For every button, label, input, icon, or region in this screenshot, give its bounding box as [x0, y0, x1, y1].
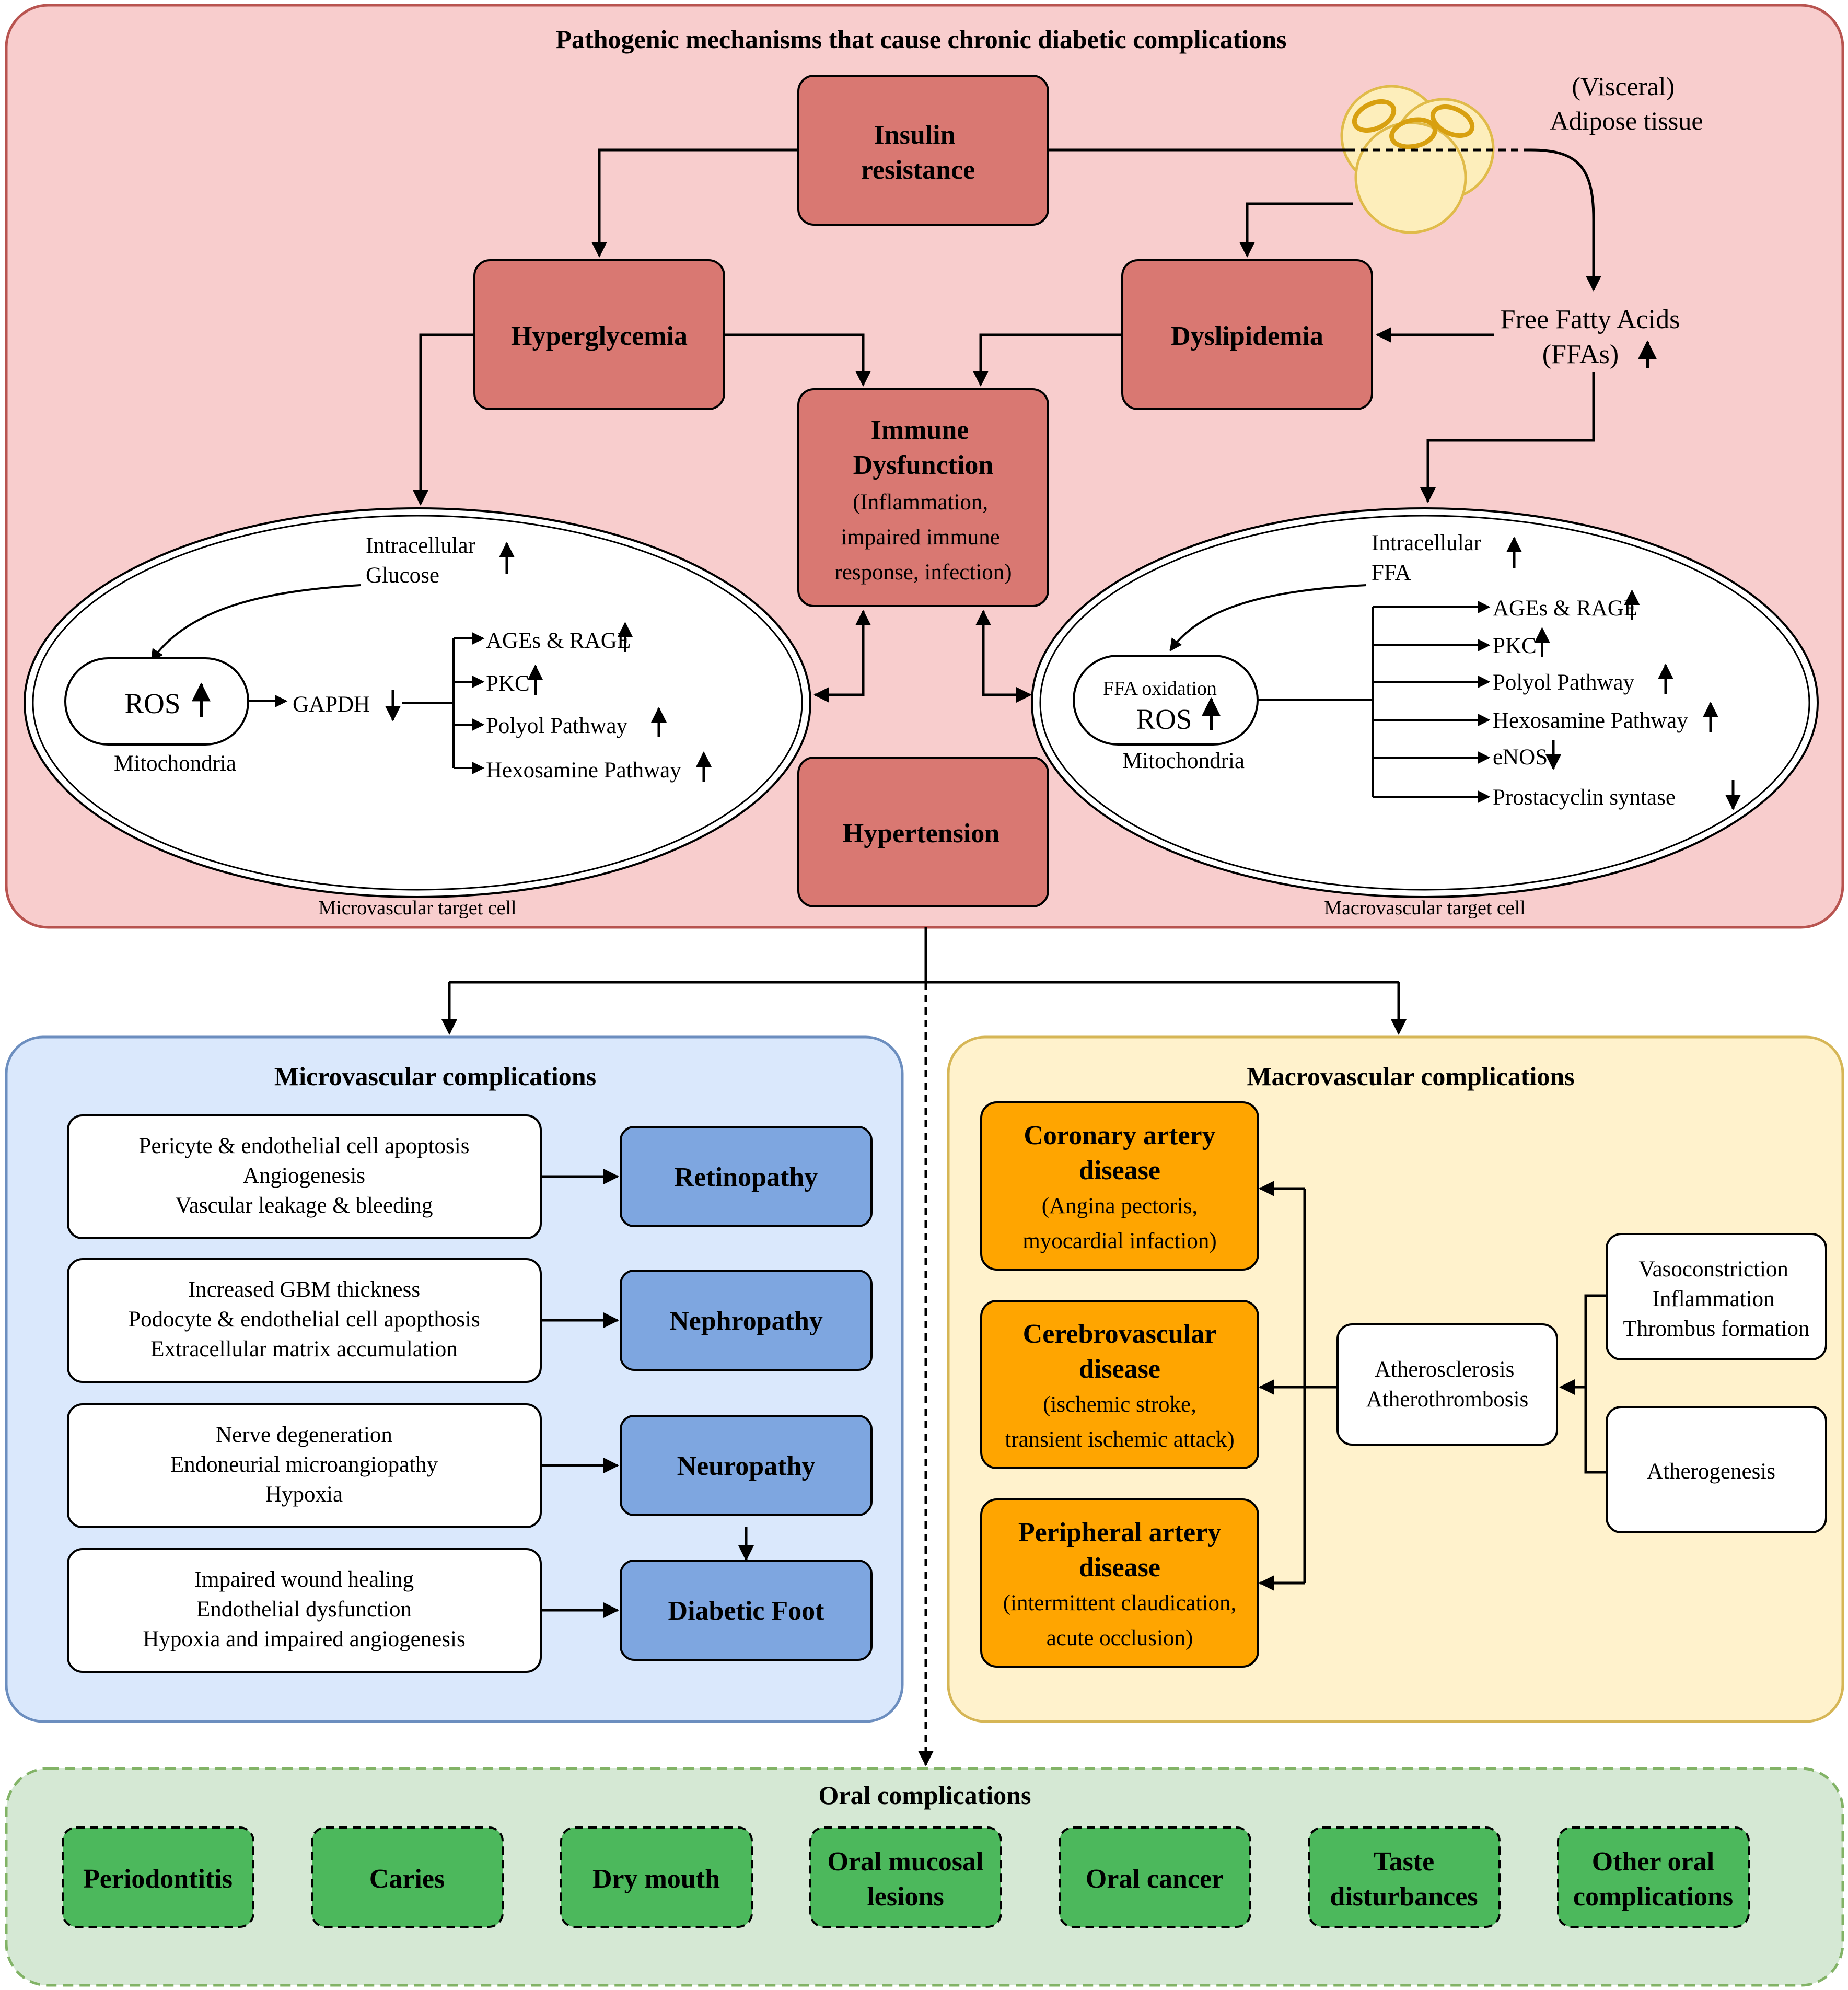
disease-detail: (Angina pectoris,myocardial infaction): [1022, 1194, 1216, 1253]
oral-complication-items: Periodontitis Caries Dry mouth Oral mucosal…: [62, 1826, 1750, 1928]
oral-complication-label: Periodontitis: [83, 1864, 233, 1894]
micro-ros-label: ROS: [125, 688, 181, 719]
macrovascular-target-cell: [1031, 507, 1819, 898]
immune-dysfunction-box: [797, 388, 1049, 607]
macro-output-label: Prostacyclin syntase: [1493, 785, 1676, 810]
ffa-label: Free Fatty Acids (FFAs): [1501, 305, 1687, 369]
oral-complication-label: Oral cancer: [1086, 1864, 1224, 1894]
macro-output-label: Polyol Pathway: [1493, 670, 1635, 695]
adipose-cells-icon: [1340, 85, 1495, 234]
outcome-label: Nephropathy: [669, 1306, 823, 1336]
microvascular-title: Microvascular complications: [274, 1062, 596, 1091]
hyperglycemia-label: Hyperglycemia: [511, 321, 688, 351]
hypertension-box: [797, 757, 1049, 907]
oral-complication-box: Periodontitis: [62, 1826, 254, 1928]
micro-output-label: Hexosamine Pathway: [486, 758, 681, 783]
macro-output-label: PKC: [1493, 634, 1537, 658]
atherogenesis-label: Atherogenesis: [1647, 1459, 1775, 1484]
outcome-box: [620, 1270, 873, 1371]
disease-detail: (intermittent claudication,acute occlusi…: [1003, 1591, 1237, 1650]
macro-connectors-2: [1259, 1181, 1607, 1591]
micro-output-label: PKC: [486, 671, 530, 696]
insulin-resistance-box: [797, 75, 1049, 226]
oral-complication-label: Dry mouth: [592, 1864, 720, 1894]
macro-ffa-oxidation-label: FFA oxidation: [1103, 678, 1217, 700]
micro-output-label: AGEs & RAGE: [486, 629, 631, 653]
immune-dysfunction-detail: (Inflammation, impaired immune response,…: [834, 490, 1012, 585]
micro-mitochondria-label: Mitochondria: [114, 751, 236, 776]
outcome-box: [620, 1415, 873, 1516]
macro-connectors: [1169, 584, 1491, 803]
vasoconstriction-box: [1606, 1233, 1827, 1360]
outcome-label: Neuropathy: [677, 1451, 816, 1481]
insulin-resistance-label: Insulin resistance: [861, 120, 975, 185]
macro-output-label: AGEs & RAGE: [1493, 596, 1637, 621]
pathogenic-title: Pathogenic mechanisms that cause chronic…: [556, 25, 1287, 54]
micro-output-label: Polyol Pathway: [486, 714, 628, 738]
oral-complication-box: Oral cancer: [1059, 1826, 1251, 1928]
micro-intracellular-label: Intracellular Glucose: [366, 533, 481, 588]
outcome-label: Diabetic Foot: [668, 1596, 825, 1626]
micro-gapdh-label: GAPDH: [293, 692, 370, 717]
hypertension-label: Hypertension: [843, 819, 1000, 848]
macro-intracellular-label: Intracellular FFA: [1372, 531, 1487, 585]
macrovascular-cell-caption: Macrovascular target cell: [1324, 897, 1525, 919]
macro-output-label: Hexosamine Pathway: [1493, 708, 1688, 733]
macro-ros-label: ROS: [1136, 703, 1192, 735]
vasoconstriction-label: Vasoconstriction Inflammation Thrombus f…: [1623, 1257, 1809, 1341]
immune-dysfunction-title: Immune Dysfunction: [853, 415, 994, 480]
atherosclerosis-label: Atherosclerosis Atherothrombosis: [1366, 1357, 1529, 1412]
adipose-label: (Visceral) Adipose tissue: [1550, 72, 1703, 135]
micro-ros-box: [64, 657, 249, 746]
macrovascular-title: Macrovascular complications: [1247, 1062, 1574, 1091]
micro-connectors: [150, 584, 485, 774]
macro-output-label: eNOS: [1493, 745, 1548, 770]
pathogenic-connectors: [413, 148, 1601, 1766]
disease-detail: (ischemic stroke,transient ischemic atta…: [1005, 1392, 1234, 1452]
oral-title: Oral complications: [819, 1780, 1031, 1810]
microvascular-cell-caption: Microvascular target cell: [318, 897, 516, 919]
oral-complication-box: Caries: [311, 1826, 504, 1928]
outcome-box: [620, 1126, 873, 1227]
oral-complication-box: Dry mouth: [560, 1826, 753, 1928]
atherosclerosis-box: [1336, 1323, 1558, 1446]
dyslipidemia-label: Dyslipidemia: [1171, 321, 1323, 351]
outcome-label: Retinopathy: [675, 1162, 818, 1192]
atherogenesis-box: [1606, 1406, 1827, 1533]
macro-mitochondria-label: Mitochondria: [1122, 749, 1245, 773]
oral-complication-label: Caries: [369, 1864, 445, 1894]
